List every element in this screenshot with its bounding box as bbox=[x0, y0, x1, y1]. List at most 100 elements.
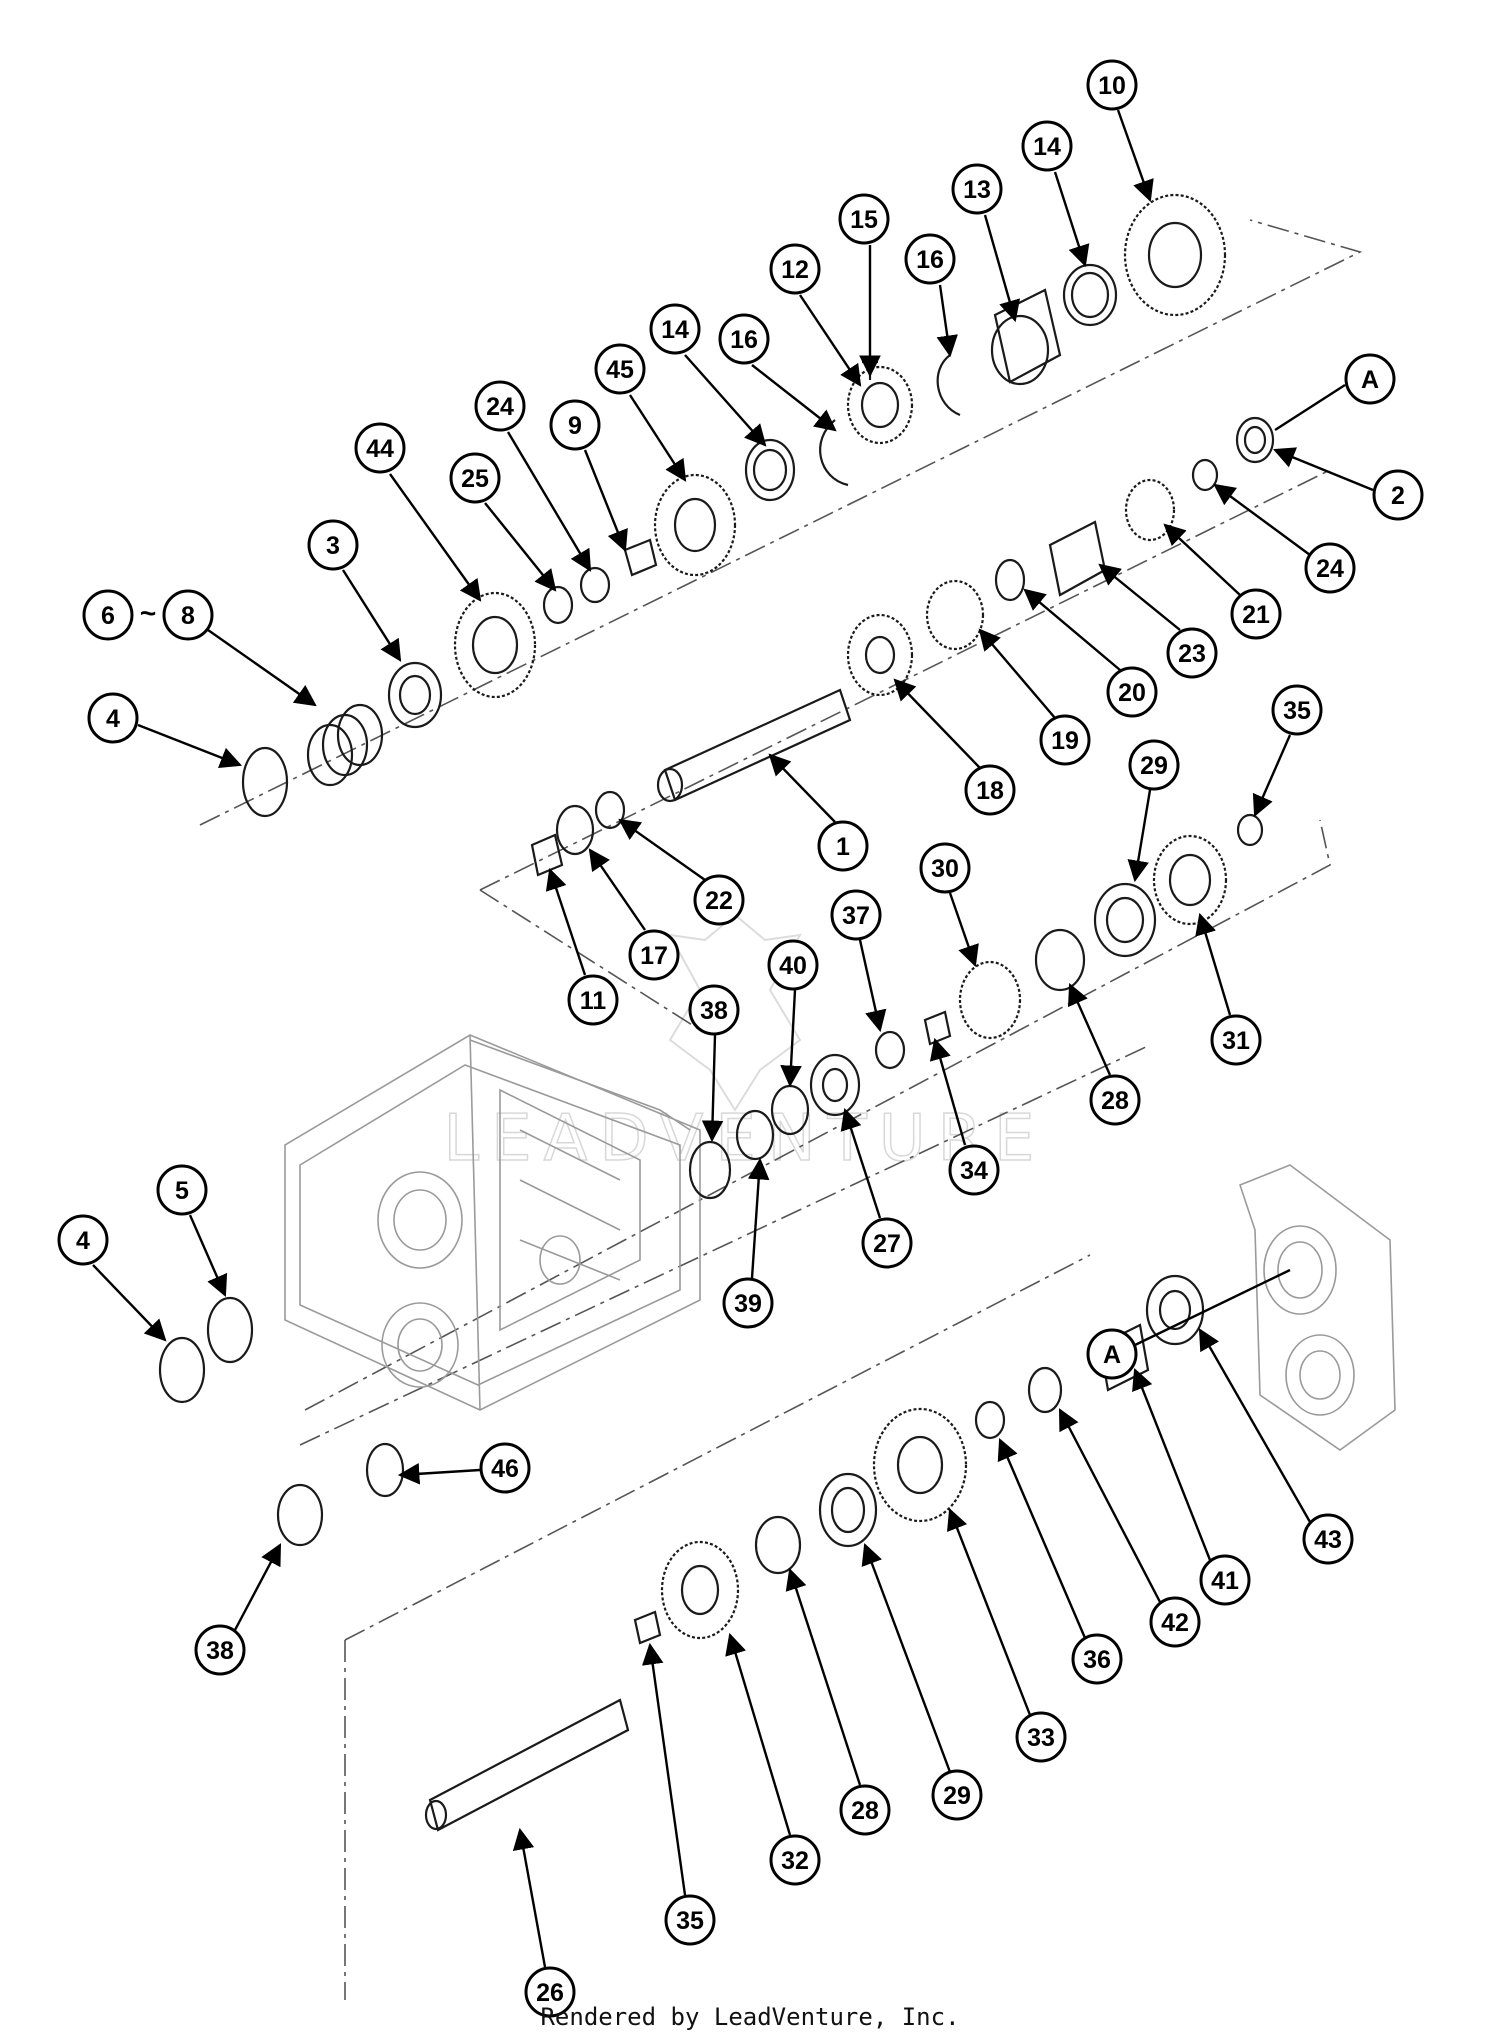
seal-5 bbox=[206, 1296, 254, 1364]
callout-circle bbox=[718, 313, 770, 365]
callout-label: 45 bbox=[606, 356, 634, 384]
callout-36: 36 bbox=[997, 1438, 1123, 1685]
hub-12 bbox=[846, 365, 914, 445]
callout-label: 8 bbox=[181, 602, 195, 630]
callout-label: 1 bbox=[836, 833, 850, 861]
callout-32: 32 bbox=[725, 1632, 821, 1886]
leader-line bbox=[768, 753, 836, 823]
callout-label: 9 bbox=[568, 412, 582, 440]
callout-label: 4 bbox=[106, 705, 120, 733]
callout-circle bbox=[693, 874, 745, 926]
leader-line bbox=[1098, 563, 1181, 631]
callout-16: 16 bbox=[904, 233, 958, 358]
gear-44 bbox=[453, 591, 537, 699]
callout-34: 34 bbox=[929, 1037, 1000, 1196]
callout-label: 41 bbox=[1211, 1567, 1239, 1595]
callout-circle bbox=[1039, 714, 1091, 766]
callout-31: 31 bbox=[1195, 912, 1262, 1066]
callout-circle bbox=[549, 399, 601, 451]
leader-line bbox=[948, 892, 979, 968]
callout-12: 12 bbox=[769, 243, 862, 387]
callout-22: 22 bbox=[618, 818, 745, 926]
leader-line bbox=[893, 678, 981, 769]
leader-line bbox=[1058, 1408, 1162, 1603]
callout-label: 37 bbox=[842, 902, 870, 930]
leader-line bbox=[858, 939, 887, 1033]
bearing-9 bbox=[623, 538, 658, 577]
callout-23: 23 bbox=[1098, 563, 1218, 679]
gear-31 bbox=[1152, 834, 1228, 926]
callout-circle bbox=[82, 589, 134, 641]
callout-28: 28 bbox=[785, 1567, 891, 1836]
leader-line bbox=[1053, 171, 1090, 268]
bearing-35-lower bbox=[633, 1610, 662, 1645]
leader-line bbox=[588, 848, 646, 931]
leader-line bbox=[929, 1037, 967, 1146]
leader-line bbox=[484, 502, 557, 592]
leader-line bbox=[137, 723, 243, 768]
callout-6: 6 bbox=[82, 589, 134, 641]
leader-line bbox=[545, 867, 587, 976]
callout-circle bbox=[1344, 353, 1396, 405]
leader-line bbox=[1127, 789, 1152, 883]
callout-circle bbox=[688, 984, 740, 1036]
callout-33: 33 bbox=[947, 1507, 1067, 1763]
leader-line bbox=[1116, 109, 1154, 203]
callout-43: 43 bbox=[1198, 1328, 1354, 1565]
callout-label: 10 bbox=[1098, 72, 1126, 100]
leader-line bbox=[1132, 1367, 1212, 1561]
callout-29: 29 bbox=[861, 1542, 983, 1821]
collar-23 bbox=[1048, 520, 1107, 597]
callout-circle bbox=[904, 233, 956, 285]
callout-3: 3 bbox=[307, 519, 402, 662]
callout-label: 24 bbox=[1316, 555, 1344, 583]
callout-27: 27 bbox=[840, 1107, 913, 1269]
callout-21: 21 bbox=[1163, 523, 1282, 640]
callout-label: 38 bbox=[206, 1637, 234, 1665]
callout-circle bbox=[1086, 59, 1138, 111]
callout-circle bbox=[594, 343, 646, 395]
callout-circle bbox=[474, 380, 526, 432]
callout-38: 38 bbox=[688, 984, 740, 1143]
callout-label: 18 bbox=[976, 777, 1004, 805]
leader-line bbox=[799, 294, 862, 387]
callout-circle bbox=[567, 974, 619, 1026]
callout-circle bbox=[830, 889, 882, 941]
washer-24-left bbox=[579, 566, 611, 604]
leader-line bbox=[207, 629, 317, 707]
callout-25: 25 bbox=[449, 452, 557, 592]
callout-37: 37 bbox=[830, 889, 887, 1033]
leader-line bbox=[684, 354, 767, 447]
leadventure-watermark: LEADVENTURE bbox=[444, 1102, 1047, 1176]
callout-circle bbox=[769, 243, 821, 295]
callout-35: 35 bbox=[641, 1642, 716, 1946]
bearing-28-lower bbox=[754, 1515, 802, 1575]
callout-19: 19 bbox=[978, 628, 1091, 766]
callout-A: A bbox=[1086, 1268, 1291, 1380]
gear-33 bbox=[872, 1407, 968, 1523]
bearing-34 bbox=[923, 1010, 952, 1046]
callout-40: 40 bbox=[767, 939, 819, 1088]
callout-13: 13 bbox=[951, 163, 1021, 323]
callout-circle bbox=[354, 422, 406, 474]
leader-line bbox=[997, 1438, 1087, 1639]
leader-line bbox=[1274, 383, 1346, 432]
leader-line bbox=[1273, 447, 1374, 492]
callout-circle bbox=[951, 163, 1003, 215]
leader-line bbox=[1198, 1328, 1312, 1523]
callout-circle bbox=[839, 1784, 891, 1836]
callout-circle bbox=[722, 1277, 774, 1329]
callout-circle bbox=[948, 1144, 1000, 1196]
bearing-35-upper bbox=[1236, 813, 1264, 847]
circlip-38-lower bbox=[276, 1483, 324, 1547]
callout-circle bbox=[1015, 1711, 1067, 1763]
callout-41: 41 bbox=[1132, 1367, 1251, 1606]
callout-circle bbox=[861, 1217, 913, 1269]
callout-label: 35 bbox=[1283, 697, 1311, 725]
callout-29: 29 bbox=[1127, 739, 1180, 883]
leader-line bbox=[583, 449, 628, 553]
leader-line bbox=[188, 1214, 228, 1297]
callout-circle bbox=[964, 764, 1016, 816]
callout-label: 39 bbox=[734, 1290, 762, 1318]
